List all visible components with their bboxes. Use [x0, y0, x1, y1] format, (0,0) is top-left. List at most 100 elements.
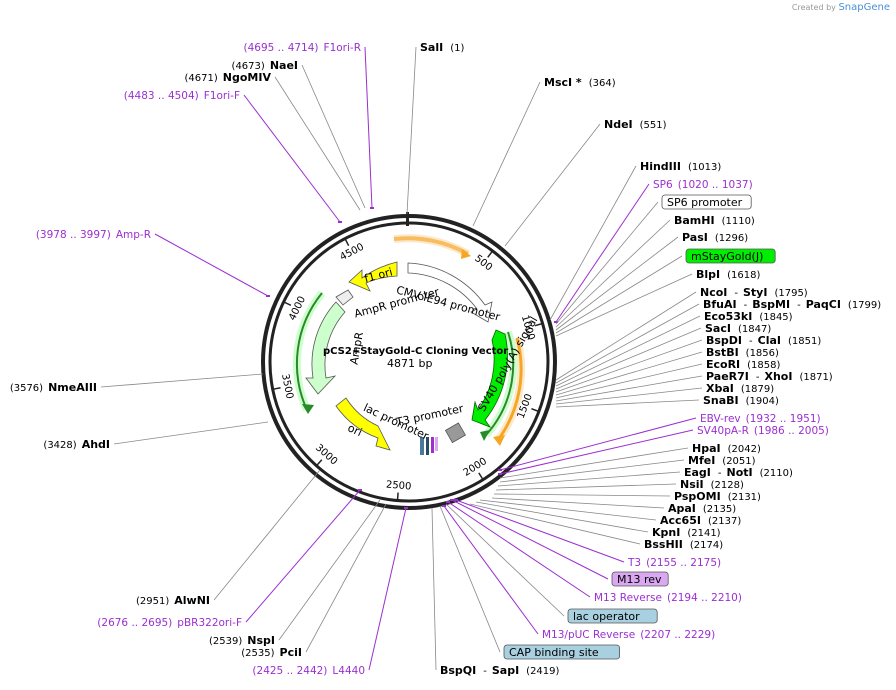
label-part: ClaI: [758, 334, 781, 347]
arrow-head-orange-right: [493, 435, 505, 446]
feature-left-green-line: [295, 292, 323, 411]
leader-snabi: [555, 399, 700, 408]
label-part: (2535): [241, 648, 274, 659]
leader-tick-t3: [454, 499, 458, 501]
label-right-13: SacI(1847): [705, 322, 771, 335]
label-right-35: M13/pUC Reverse(2207 .. 2229): [542, 629, 715, 641]
label-left-5: (3576)NmeAIII: [10, 381, 97, 394]
label-part: (1856): [746, 348, 779, 359]
leader-lacop: [445, 503, 565, 617]
feature-arcs: [292, 234, 526, 455]
leader-nsii: [495, 483, 677, 491]
feature-sp6-orange-arc-line: [496, 337, 523, 441]
label-part: T3: [627, 557, 641, 569]
leader-tick-f1orif: [338, 221, 342, 223]
label-part: PaqCI: [806, 298, 841, 311]
label-right-1: MscI *(364): [544, 76, 616, 89]
label-right-28: Acc65I (2137): [660, 514, 741, 527]
label-right-25: NsiI(2128): [680, 478, 744, 491]
label-part: (3576): [10, 383, 43, 394]
leader-ndei: [504, 123, 601, 247]
label-part: NaeI: [270, 59, 298, 72]
label-part: ApaI: [668, 502, 696, 515]
label-part: (1296): [715, 233, 748, 244]
label-right-30: BssHII(2174): [644, 538, 723, 551]
leader-pcii: [305, 503, 387, 653]
leader-paer7i: [555, 375, 703, 402]
leader-bstbi: [555, 351, 703, 396]
leader-bamhi: [555, 219, 671, 328]
label-part: M13/pUC Reverse: [542, 629, 635, 641]
label-ampr: AmpR: [348, 331, 367, 366]
label-part: MfeI: [688, 454, 715, 467]
label-part: (2137): [708, 516, 741, 527]
label-part: -: [797, 300, 801, 311]
label-part: Acc65I: [660, 514, 701, 527]
arrow-head-green-right: [480, 430, 490, 441]
box-sp6prom: [661, 194, 752, 210]
label-right-0: SalI(1): [420, 41, 464, 54]
label-left-3: (4483 .. 4504)F1ori-F: [124, 90, 240, 102]
tick-4500: [344, 238, 350, 247]
label-part: (1858): [747, 360, 780, 371]
label-right-15: BstBI(1856): [706, 346, 779, 359]
leader-tick-sp6: [554, 321, 558, 323]
label-part: (2539): [209, 636, 242, 647]
label-part: L4440: [332, 665, 365, 677]
leader-tick-m13puc: [442, 505, 446, 507]
box-lacop: [567, 608, 658, 624]
label-part: -: [483, 666, 487, 677]
label-leaders: [100, 46, 703, 671]
snapgene-logo: SnapGene: [838, 2, 890, 13]
box-msg: [685, 248, 776, 264]
box-m13rev: [611, 571, 669, 587]
leader-alwni: [213, 469, 321, 601]
box-cap: [503, 644, 620, 660]
label-part: PaeR7I: [706, 370, 749, 383]
label-left-0: (4695 .. 4714)F1ori-R: [244, 42, 361, 54]
feature-cmv-orange-arc-outline: [393, 234, 470, 258]
label-part: EcoRI: [706, 358, 740, 371]
leader-tick-ebv: [498, 469, 502, 471]
label-part: (1871): [799, 372, 832, 383]
label-part: pBR322ori-F: [177, 617, 242, 629]
feature-ampr-arrow: [305, 301, 346, 395]
label-right-6: BamHI(1110): [674, 214, 755, 227]
label-part: AhdI: [82, 438, 110, 451]
label-part: SacI: [705, 322, 731, 335]
label-part: SV40pA-R: [697, 425, 749, 437]
label-left-10: (2535)PciI: [241, 646, 302, 659]
tick-label-3500: 3500: [279, 373, 295, 400]
label-right-12: Eco53kI(1845): [704, 310, 793, 323]
leader-l4440: [368, 507, 407, 671]
label-part: SnaBI: [703, 394, 739, 407]
label-right-19: SnaBI(1904): [703, 394, 779, 407]
label-part: Amp-R: [116, 229, 151, 241]
label-part: (2951): [136, 596, 169, 607]
leader-m13rev: [451, 499, 609, 580]
label-part: BspQI: [440, 664, 476, 677]
label-cap: CAP binding site: [509, 646, 599, 659]
label-right-22: HpaI(2042): [692, 442, 761, 455]
label-part: (2155 .. 2175): [646, 557, 721, 569]
label-part: (4673): [232, 61, 265, 72]
label-sp6prom: SP6 promoter: [667, 196, 743, 209]
label-part: BssHII: [644, 538, 683, 551]
label-part: (551): [640, 120, 667, 131]
tick-label-3000: 3000: [313, 442, 339, 467]
credit-prefix: Created by: [791, 3, 836, 12]
label-part: Eco53kI: [704, 310, 752, 323]
label-part: -: [744, 300, 748, 311]
tick-3000: [315, 459, 323, 467]
leader-cap: [439, 505, 501, 653]
label-part: (1932 .. 1951): [746, 413, 821, 425]
label-part: (1879): [741, 384, 774, 395]
label-right-10: NcoI-StyI(1795): [700, 286, 808, 299]
label-part: -: [734, 288, 738, 299]
marker-cap-site: [420, 437, 424, 455]
label-part: (2425 .. 2442): [252, 665, 327, 677]
leader-tick-pbr322: [358, 489, 362, 491]
leader-eco53ki: [555, 315, 701, 387]
feature-ori-arrow: [335, 397, 391, 451]
leader-xbai: [555, 387, 703, 405]
